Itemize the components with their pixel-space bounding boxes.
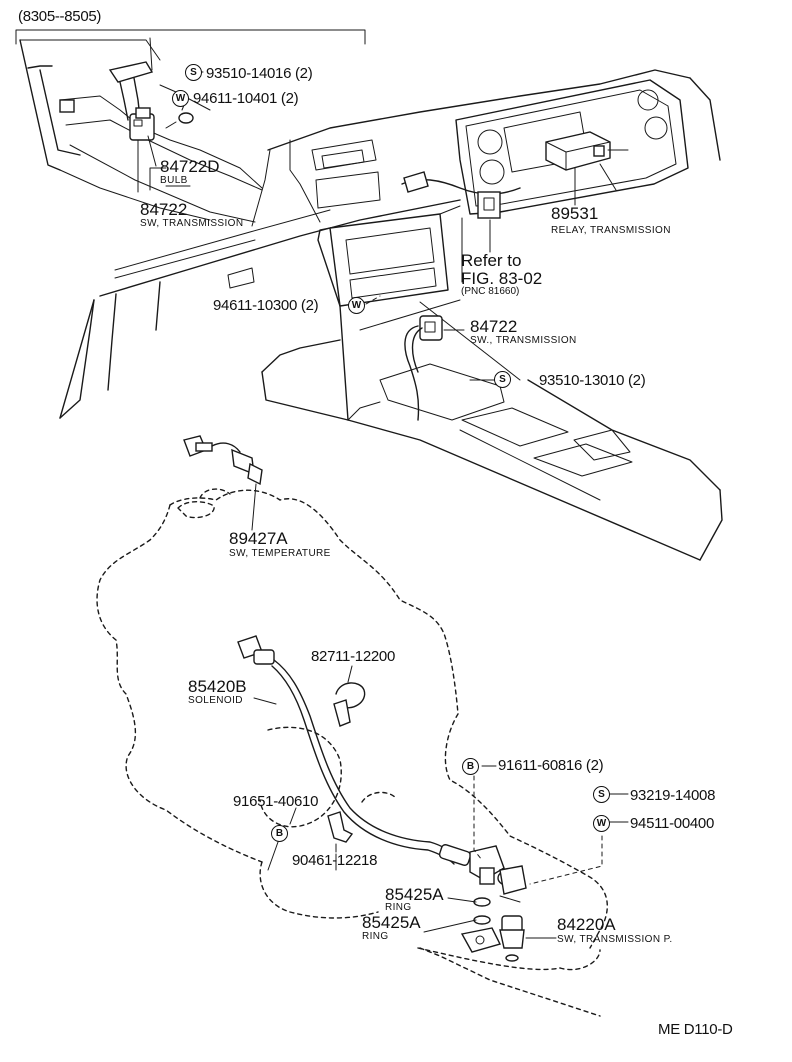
inset-bracket: [15, 29, 366, 45]
part-93219-14008: 93219-14008: [630, 787, 716, 804]
part-84722-top-name: SW, TRANSMISSION: [140, 218, 244, 229]
w-symbol: W: [348, 297, 365, 314]
part-90461-12218: 90461-12218: [292, 852, 378, 869]
part-89427a-name: SW, TEMPERATURE: [229, 548, 331, 559]
w-symbol: W: [172, 90, 189, 107]
part-91651-40610: 91651-40610: [233, 793, 319, 810]
ref-line1: Refer to: [461, 251, 522, 270]
leader-lines: [253, 295, 629, 885]
part-93510-13010: 93510-13010 (2): [539, 372, 646, 389]
part-91611-60816: 91611-60816 (2): [498, 757, 604, 774]
relay-drawing: [545, 131, 629, 206]
figure-code: ME D110-D: [658, 1021, 733, 1038]
s-symbol: S: [185, 64, 202, 81]
part-89427a-number: 89427A: [229, 529, 288, 548]
b-symbol: B: [462, 758, 479, 775]
part-85425a-2-number: 85425A: [362, 913, 421, 932]
dashboard-drawing: [59, 69, 721, 419]
part-82711-12200: 82711-12200: [311, 648, 396, 665]
part-85425a-1-number: 85425A: [385, 885, 444, 904]
part-85420b-number: 85420B: [188, 677, 247, 696]
part-85425a-1-name: RING: [385, 902, 412, 913]
part-84220a-number: 84220A: [557, 915, 616, 934]
part-94511-00400: 94511-00400: [630, 815, 715, 832]
ref-line3: (PNC 81660): [461, 286, 520, 297]
part-84722-top-number: 84722: [140, 200, 188, 219]
w-symbol: W: [593, 815, 610, 832]
part-85420b-name: SOLENOID: [188, 695, 243, 706]
part-84722-mid-number: 84722: [470, 317, 518, 336]
ref-line2: FIG. 83-02: [461, 269, 543, 288]
s-symbol: S: [494, 371, 511, 388]
harness-drawing: [401, 171, 521, 283]
clamp-drawing: [333, 665, 366, 727]
part-94611-10401: 94611-10401 (2): [193, 90, 299, 107]
solenoid-drawing: [237, 635, 527, 903]
part-84722-mid-name: SW., TRANSMISSION: [470, 335, 577, 346]
part-84722d-number: 84722D: [160, 157, 220, 176]
console-drawing: [261, 299, 723, 561]
part-85425a-2-name: RING: [362, 931, 389, 942]
part-94611-10300: 94611-10300 (2): [213, 297, 319, 314]
part-89531-number: 89531: [551, 204, 599, 223]
part-93510-14016: 93510-14016 (2): [206, 65, 313, 82]
date-range-label: (8305--8505): [18, 8, 102, 25]
part-84722d-name: BULB: [160, 175, 188, 186]
temperature-switch-drawing: [183, 435, 263, 531]
ring-and-switch-drawing: [423, 897, 557, 962]
transmission-case-drawing: [96, 488, 608, 1017]
s-symbol: S: [593, 786, 610, 803]
b-symbol: B: [271, 825, 288, 842]
part-89531-name: RELAY, TRANSMISSION: [551, 225, 671, 236]
part-84220a-name: SW, TRANSMISSION P.: [557, 934, 673, 945]
inset-shifter-drawing: [19, 37, 263, 223]
bracket-drawing: [327, 811, 354, 853]
